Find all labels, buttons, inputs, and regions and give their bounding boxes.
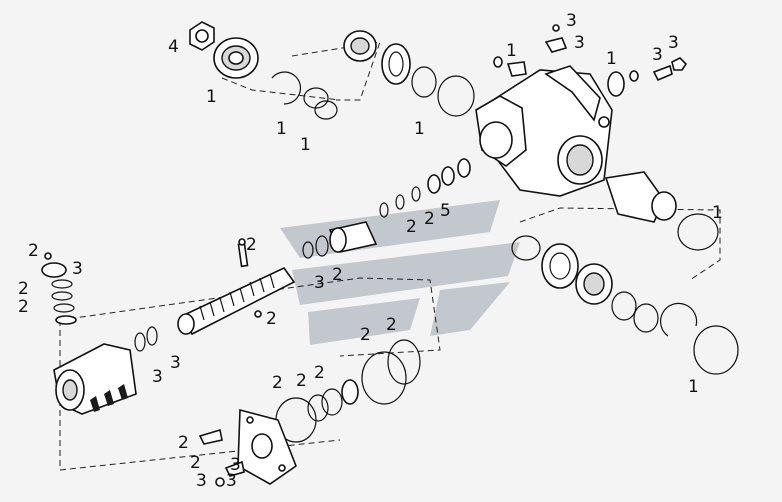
callout: 1 bbox=[506, 41, 517, 61]
callout: 1 bbox=[300, 135, 311, 155]
callout: 2 bbox=[190, 453, 201, 473]
callout: 1 bbox=[414, 119, 425, 139]
callout: 2 bbox=[406, 217, 417, 237]
ring-4 bbox=[437, 75, 475, 117]
top-left-seal-group bbox=[189, 21, 338, 120]
callout: 1 bbox=[688, 377, 699, 397]
callout: 2 bbox=[178, 433, 189, 453]
callout: 3 bbox=[152, 367, 163, 387]
callout: 3 bbox=[574, 33, 585, 53]
callout: 2 bbox=[296, 371, 307, 391]
piston-group bbox=[302, 158, 471, 259]
callout: 2 bbox=[28, 241, 39, 261]
callout: 2 bbox=[360, 325, 371, 345]
ring-3 bbox=[411, 66, 437, 98]
output-shaft-group bbox=[604, 171, 719, 251]
bolt-2 bbox=[198, 428, 223, 445]
callout: 2 bbox=[246, 235, 257, 255]
bottom-seal-group bbox=[275, 339, 421, 443]
callout: 2 bbox=[18, 279, 29, 299]
bolt-3 bbox=[224, 460, 245, 477]
bolt-1 bbox=[506, 61, 527, 77]
cap-1 bbox=[41, 262, 67, 278]
callout: 2 bbox=[18, 297, 29, 317]
needle-bearing bbox=[381, 43, 411, 85]
worm-shaft bbox=[177, 238, 296, 336]
callout: 1 bbox=[712, 203, 723, 223]
callout-labels: 4 1 1 1 1 1 3 3 1 3 3 1 1 2 2 5 2 3 2 2 … bbox=[18, 11, 723, 491]
callout: 5 bbox=[440, 201, 451, 221]
seal-2 bbox=[607, 71, 625, 97]
screw-1 bbox=[652, 64, 673, 82]
ring-6 bbox=[611, 291, 637, 321]
shaft-ring bbox=[677, 213, 719, 251]
clip-plate bbox=[544, 37, 568, 53]
callout: 3 bbox=[314, 273, 325, 293]
valve-body bbox=[41, 252, 158, 415]
callout: 3 bbox=[652, 45, 663, 65]
ring-7 bbox=[633, 303, 659, 333]
snap-ring-1 bbox=[271, 71, 302, 105]
top-bearing-group bbox=[343, 30, 475, 117]
callout: 2 bbox=[266, 309, 277, 329]
top-right-fasteners bbox=[493, 24, 688, 97]
callout: 1 bbox=[276, 119, 287, 139]
callout: 2 bbox=[332, 265, 343, 285]
roller-bearing bbox=[541, 243, 579, 289]
small-washer bbox=[493, 56, 503, 68]
snap-ring-2 bbox=[659, 302, 698, 337]
callout: 2 bbox=[424, 209, 435, 229]
assembly-guide-lines bbox=[59, 41, 721, 471]
callout: 2 bbox=[386, 315, 397, 335]
callout: 3 bbox=[72, 259, 83, 279]
o-ring-2 bbox=[314, 100, 338, 120]
callout: 3 bbox=[230, 455, 241, 475]
callout: 3 bbox=[226, 471, 237, 491]
callout: 3 bbox=[668, 33, 679, 53]
ring-5 bbox=[511, 235, 541, 261]
callout: 3 bbox=[566, 11, 577, 31]
callout: 1 bbox=[206, 87, 217, 107]
o-ring-1 bbox=[303, 87, 329, 109]
end-cover bbox=[198, 408, 297, 487]
right-bearing-group bbox=[511, 235, 739, 375]
steering-housing bbox=[475, 65, 613, 197]
callout: 3 bbox=[170, 353, 181, 373]
callout: 4 bbox=[168, 37, 179, 57]
dust-cover bbox=[693, 325, 739, 375]
callout: 3 bbox=[196, 471, 207, 491]
callout: 2 bbox=[272, 373, 283, 393]
ring-8 bbox=[315, 235, 329, 257]
callout: 1 bbox=[606, 49, 617, 69]
callout: 2 bbox=[314, 363, 325, 383]
